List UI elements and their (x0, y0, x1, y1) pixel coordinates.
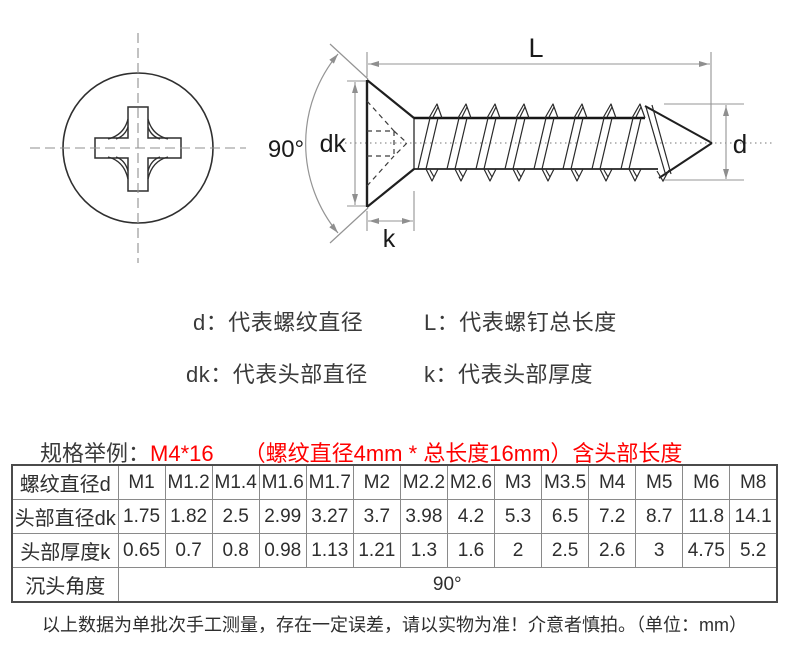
table-cell: 6.5 (541, 499, 590, 534)
legend-head-diameter: dk：代表头部直径 (186, 362, 368, 387)
legend-thread-diameter: d：代表螺纹直径 (193, 310, 364, 335)
table-cell: M2.2 (399, 464, 448, 500)
table-cell: M1.6 (258, 464, 307, 500)
table-cell: 4.2 (446, 499, 496, 534)
table-cell: 3.27 (305, 499, 354, 534)
table-cell: 2.5 (211, 499, 260, 534)
table-cell: M1.4 (211, 464, 260, 500)
row-label: 头部直径dk (11, 499, 119, 534)
table-cell: M5 (635, 464, 684, 500)
table-cell: 5.3 (493, 499, 543, 534)
table-cell: M1 (117, 464, 166, 500)
table-cell: 2.99 (258, 499, 307, 534)
hidden-recess-lines (366, 100, 408, 187)
label-angle: 90° (268, 136, 304, 163)
table-cell: 1.21 (352, 533, 401, 568)
threads (417, 103, 646, 182)
table-cell: M2 (352, 464, 401, 500)
table-cell: 2 (493, 533, 543, 568)
spec-example-prefix: 规格举例： (40, 441, 151, 466)
table-row-thread-diameter: 螺纹直径d M1 M1.2 M1.4 M1.6 M1.7 M2 M2.2 M2.… (11, 464, 778, 500)
dimension-L (366, 52, 712, 142)
table-cell: 3 (635, 533, 684, 568)
table-cell: 0.65 (117, 533, 166, 568)
phillips-cross (94, 106, 182, 192)
dimension-k (366, 191, 415, 231)
table-cell: 1.3 (399, 533, 448, 568)
table-cell: 3.98 (399, 499, 448, 534)
table-cell: M3 (493, 464, 543, 500)
dimension-d (664, 103, 744, 181)
table-cell: 8.7 (635, 499, 684, 534)
table-cell: 0.7 (164, 533, 213, 568)
table-row-head-thickness: 头部厚度k 0.65 0.7 0.8 0.98 1.13 1.21 1.3 1.… (11, 533, 778, 568)
table-cell: M2.6 (446, 464, 496, 500)
phillips-cross-fillets (107, 118, 169, 180)
screw-technical-drawing: L d dk k 90° (30, 33, 772, 263)
table-cell: 0.98 (258, 533, 307, 568)
table-cell: M1.7 (305, 464, 354, 500)
spec-table: 螺纹直径d M1 M1.2 M1.4 M1.6 M1.7 M2 M2.2 M2.… (11, 464, 778, 603)
table-cell: M1.2 (164, 464, 213, 500)
table-cell: M4 (588, 464, 637, 500)
spec-example-detail: （螺纹直径4mm * 总长度16mm）含头部长度 (243, 441, 683, 466)
table-cell: 1.82 (164, 499, 213, 534)
table-cell: 1.13 (305, 533, 354, 568)
legend-head-thickness: k：代表头部厚度 (424, 362, 594, 387)
table-cell: 11.8 (682, 499, 731, 534)
table-cell: 1.75 (117, 499, 166, 534)
screw-tip (644, 104, 713, 183)
label-d: d (733, 129, 747, 159)
table-cell: M6 (682, 464, 731, 500)
label-dk: dk (320, 130, 347, 158)
table-cell: M3.5 (541, 464, 590, 500)
table-cell: 0.8 (211, 533, 260, 568)
table-cell: 3.7 (352, 499, 401, 534)
screw-side-view (340, 79, 772, 208)
table-row-head-diameter: 头部直径dk 1.75 1.82 2.5 2.99 3.27 3.7 3.98 … (11, 499, 778, 534)
dimension-dk (347, 80, 366, 207)
top-view-centerlines (30, 33, 246, 263)
table-cell: 4.75 (682, 533, 731, 568)
table-cell: 1.6 (446, 533, 496, 568)
table-cell-merged: 90° (117, 567, 778, 603)
table-cell: M8 (729, 464, 778, 500)
table-cell: 7.2 (588, 499, 637, 534)
table-cell: 2.6 (588, 533, 637, 568)
label-k: k (383, 225, 396, 253)
table-row-countersink-angle: 沉头角度 90° (11, 567, 778, 603)
table-cell: 5.2 (729, 533, 778, 568)
screw-top-view (30, 33, 246, 263)
legend-total-length: L：代表螺钉总长度 (424, 310, 617, 335)
screw-head (365, 79, 415, 208)
dimension-angle (305, 43, 369, 244)
spec-example-line: 规格举例：M4*16 （螺纹直径4mm * 总长度16mm）含头部长度 (40, 436, 682, 468)
measurement-disclaimer: 以上数据为单批次手工测量，存在一定误差，请以实物为准！介意者慎拍。（单位：mm） (42, 615, 747, 635)
row-label: 沉头角度 (11, 567, 119, 603)
table-cell: 2.5 (541, 533, 590, 568)
label-L: L (528, 33, 543, 63)
row-label: 螺纹直径d (11, 464, 119, 500)
row-label: 头部厚度k (11, 533, 119, 568)
spec-example-code: M4*16 (150, 441, 214, 466)
table-cell: 14.1 (729, 499, 778, 534)
screw-shaft (414, 103, 658, 182)
